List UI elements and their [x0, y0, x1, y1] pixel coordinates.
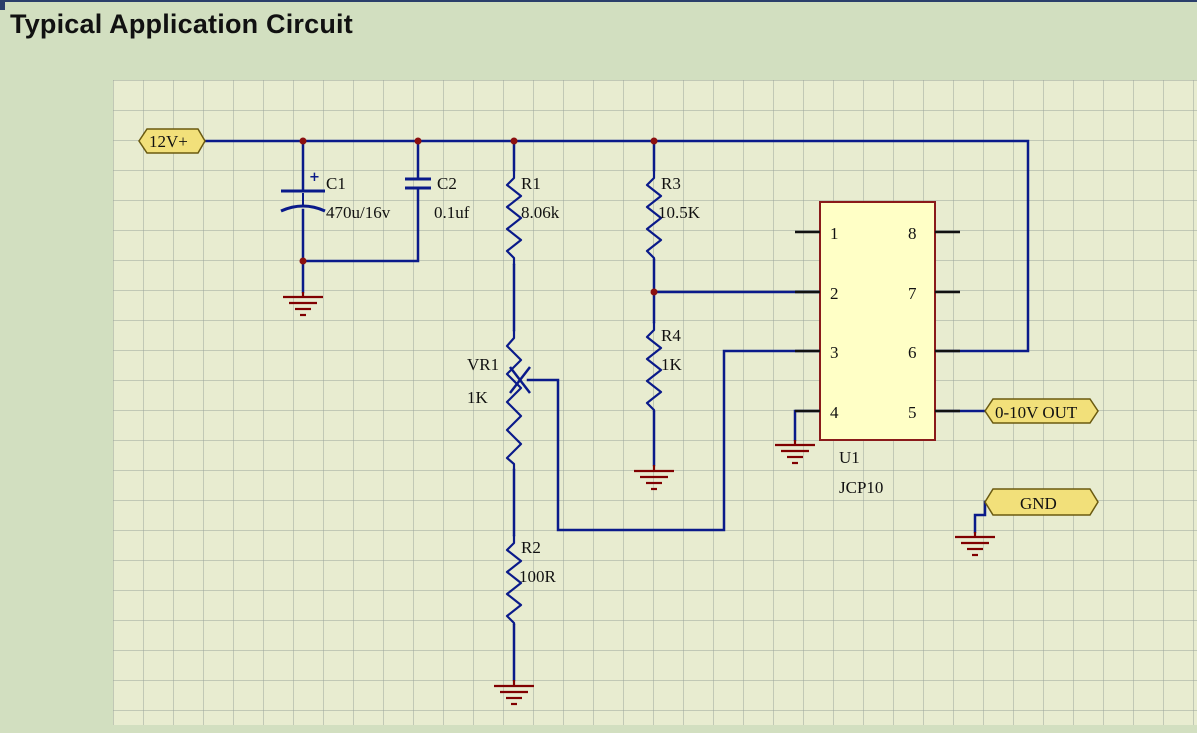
ic-u1: 1 2 3 4 5 6 7 8: [795, 201, 960, 441]
wire-c1-c2-ground: [301, 186, 420, 263]
r3-ref: R3: [661, 174, 681, 193]
junctions: [299, 137, 658, 296]
potentiometer-vr1: [505, 330, 523, 470]
r1-value: 8.06k: [521, 203, 560, 222]
port-12v: 12V+: [138, 128, 206, 154]
resistor-r3: [645, 170, 663, 260]
junction-dot: [650, 137, 658, 145]
ic-pin-number: 8: [908, 224, 917, 243]
ic-pin-number: 6: [908, 343, 917, 362]
c1-ref: C1: [326, 174, 346, 193]
resistor-r2: [505, 535, 523, 625]
r1-ref: R1: [521, 174, 541, 193]
ground-icon: [494, 680, 534, 706]
polarity-plus-icon: +: [309, 170, 320, 185]
c2-value: 0.1uf: [434, 203, 470, 222]
ground-icon: [955, 532, 995, 557]
vr1-ref: VR1: [467, 355, 499, 374]
r2-value: 100R: [519, 567, 557, 586]
u1-value: JCP10: [839, 478, 883, 497]
ground-icon: [775, 440, 815, 465]
ic-pin-number: 7: [908, 284, 917, 303]
ic-pin-number: 1: [830, 224, 839, 243]
potentiometer-wiper-icon: [509, 366, 531, 394]
port-output: 0-10V OUT: [984, 398, 1099, 424]
u1-ref: U1: [839, 448, 860, 467]
c1-value: 470u/16v: [326, 203, 391, 222]
port-output-label: 0-10V OUT: [995, 403, 1078, 422]
ground-icon: [283, 292, 323, 317]
ground-symbols: [283, 292, 995, 706]
page-title: Typical Application Circuit: [10, 9, 353, 39]
c2-ref: C2: [437, 174, 457, 193]
wires: [201, 139, 1030, 682]
top-rule-accent: [0, 0, 5, 10]
capacitor-c2: [405, 177, 431, 190]
component-labels: C1 470u/16v C2 0.1uf R1 8.06k R3 10.5K R…: [326, 174, 883, 586]
ic-pin-number: 4: [830, 403, 839, 422]
ic-body: [819, 201, 936, 441]
resistor-r1: [505, 170, 523, 265]
junction-dot: [299, 257, 307, 265]
junction-dot: [510, 137, 518, 145]
vr1-value: 1K: [467, 388, 489, 407]
ic-pin-number: 3: [830, 343, 839, 362]
port-12v-label: 12V+: [149, 132, 188, 151]
wire-wiper-pin3: [526, 349, 822, 532]
r4-ref: R4: [661, 326, 681, 345]
junction-dot: [414, 137, 422, 145]
junction-dot: [650, 288, 658, 296]
ic-pin-number: 2: [830, 284, 839, 303]
resistor-r4: [645, 322, 663, 412]
capacitor-c1: +: [280, 170, 326, 213]
ic-pin-number: 5: [908, 403, 917, 422]
wire-gnd-port: [973, 500, 987, 534]
port-gnd: GND: [984, 488, 1099, 516]
resistors: [505, 170, 663, 625]
r3-value: 10.5K: [658, 203, 701, 222]
r4-value: 1K: [661, 355, 683, 374]
wire-12v-rail: [201, 139, 1030, 353]
r2-ref: R2: [521, 538, 541, 557]
top-rule: [0, 0, 1197, 2]
port-gnd-label: GND: [1020, 494, 1057, 513]
junction-dot: [299, 137, 307, 145]
ground-icon: [634, 465, 674, 491]
